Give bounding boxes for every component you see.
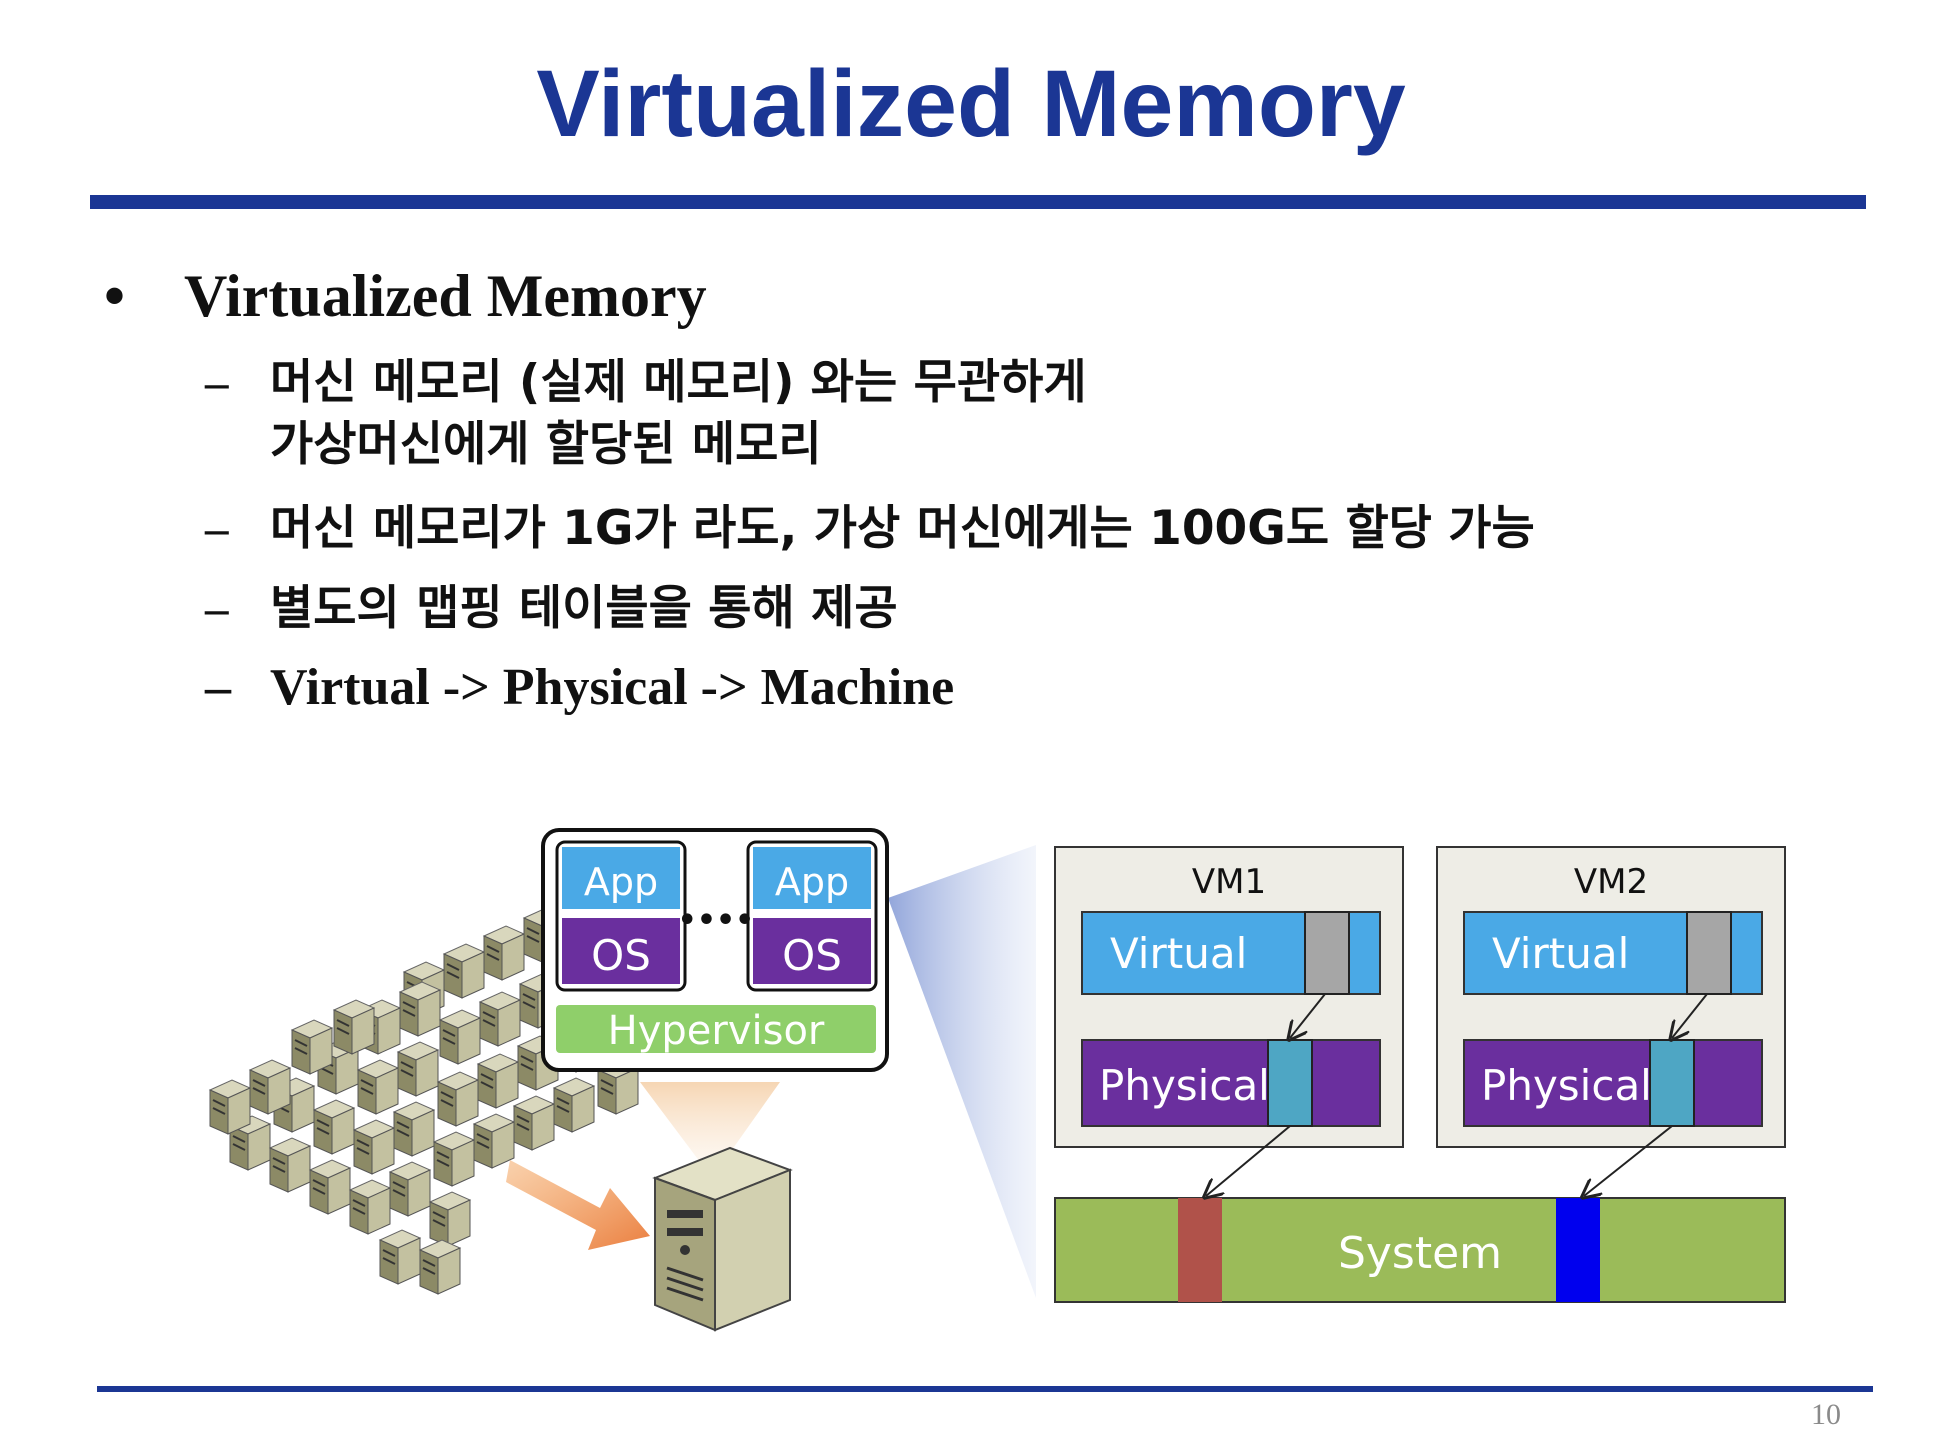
- sub-item-4-text: Virtual -> Physical -> Machine: [270, 659, 955, 716]
- sub-item-1-line2: 가상머신에게 할당된 메모리: [270, 417, 822, 472]
- dash-marker: –: [205, 503, 229, 555]
- projection-cone: [640, 1082, 780, 1178]
- vm1-virtual-label: Virtual: [1110, 929, 1247, 978]
- vm2-box: VM2 Virtual Physical: [1436, 846, 1786, 1148]
- os-label-1: OS: [591, 931, 651, 980]
- footer-divider: [97, 1386, 1873, 1392]
- sub-item-1: –머신 메모리 (실제 메모리) 와는 무관하게 가상머신에게 할당된 메모리: [205, 352, 1087, 476]
- vm2-physical-page: [1649, 1039, 1695, 1127]
- os-label-2: OS: [782, 931, 842, 980]
- os-block-2: [753, 918, 871, 984]
- host-server-icon: [652, 1146, 793, 1332]
- sub-item-2: –머신 메모리가 1G가 라도, 가상 머신에게는 100G도 할당 가능: [205, 498, 1535, 560]
- dash-marker: –: [205, 659, 231, 716]
- zoom-beam: [888, 845, 1036, 1298]
- system-memory-bar: System: [1054, 1125, 1786, 1303]
- hypervisor-block: [556, 1005, 876, 1053]
- app-label-1: App: [584, 860, 658, 904]
- vm2-physical-bar: [1463, 1039, 1763, 1127]
- vm1-virtual-page: [1304, 911, 1350, 995]
- vm2-physical-label: Physical: [1481, 1061, 1652, 1110]
- main-bullet: • Virtualized Memory: [104, 262, 707, 331]
- ellipsis: ••••: [678, 903, 755, 938]
- sub-item-3-text: 별도의 맵핑 테이블을 통해 제공: [270, 581, 898, 636]
- vm2-title: VM2: [1574, 862, 1648, 902]
- os-block-1: [562, 918, 680, 984]
- sub-item-4: –Virtual -> Physical -> Machine: [205, 657, 954, 719]
- hypervisor-stack: App OS App OS •••• Hypervisor: [541, 828, 889, 1072]
- sub-item-3: –별도의 맵핑 테이블을 통해 제공: [205, 578, 898, 640]
- sub-item-2-text: 머신 메모리가 1G가 라도, 가상 머신에게는 100G도 할당 가능: [270, 501, 1535, 556]
- vm1-physical-bar: [1081, 1039, 1381, 1127]
- app-block-1: [562, 847, 680, 909]
- migration-arrow-icon: [506, 1160, 650, 1250]
- sub-item-1-line1: 머신 메모리 (실제 메모리) 와는 무관하게: [270, 355, 1087, 410]
- title-divider: [90, 195, 1866, 209]
- system-page-vm1: [1178, 1198, 1222, 1302]
- vm1-physical-label: Physical: [1099, 1061, 1270, 1110]
- app-label-2: App: [775, 860, 849, 904]
- hypervisor-label: Hypervisor: [608, 1008, 825, 1054]
- vm2-virtual-label: Virtual: [1492, 929, 1629, 978]
- dash-marker: –: [205, 583, 229, 635]
- bullet-marker: •: [104, 263, 126, 329]
- system-page-vm2: [1556, 1198, 1600, 1302]
- page-number: 10: [1811, 1398, 1841, 1431]
- vm2-virtual-page: [1686, 911, 1732, 995]
- slide-title: Virtualized Memory: [536, 51, 1406, 157]
- vm1-box: VM1 Virtual Physical: [1054, 846, 1404, 1148]
- vm1-physical-page: [1267, 1039, 1313, 1127]
- main-bullet-text: Virtualized Memory: [184, 263, 707, 329]
- dash-marker: –: [205, 357, 229, 409]
- app-block-2: [753, 847, 871, 909]
- vm1-title: VM1: [1192, 862, 1266, 902]
- system-label: System: [1338, 1228, 1502, 1279]
